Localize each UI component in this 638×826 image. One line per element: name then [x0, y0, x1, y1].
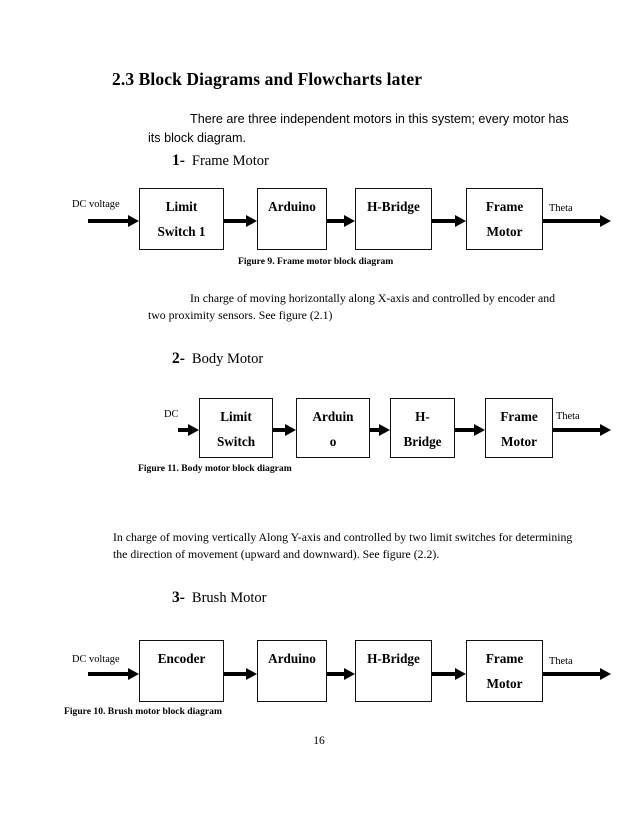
- body-motor-description: In charge of moving vertically Along Y-a…: [113, 530, 573, 561]
- motor-heading-frame: 1- Frame Motor: [172, 152, 269, 170]
- motor-title-1: Frame Motor: [191, 153, 269, 169]
- input-label-dc-voltage-3: DC voltage: [72, 654, 120, 665]
- block-limit-switch-1: Limit Switch 1: [139, 188, 224, 250]
- block-arduino-1: Arduino: [257, 188, 327, 250]
- block-frame-motor-1: Frame Motor: [466, 188, 543, 250]
- motor-title-3: Brush Motor: [191, 590, 267, 606]
- figure-caption-9: Figure 9. Frame motor block diagram: [238, 256, 394, 267]
- block-limit-switch-2: Limit Switch: [199, 398, 273, 458]
- motor-number-1: 1-: [172, 152, 185, 169]
- block-frame-motor-2: Frame Motor: [485, 398, 553, 458]
- block-h-bridge-2: H- Bridge: [390, 398, 455, 458]
- input-label-dc-voltage-1: DC voltage: [72, 199, 120, 210]
- output-label-theta-1: Theta: [549, 203, 573, 214]
- block-frame-motor-3: Frame Motor: [466, 640, 543, 702]
- motor-title-2: Body Motor: [191, 351, 264, 367]
- motor-number-3: 3-: [172, 589, 185, 606]
- page-title: 2.3 Block Diagrams and Flowcharts later: [112, 69, 423, 89]
- block-arduino-2: Arduin o: [296, 398, 370, 458]
- block-h-bridge-1: H-Bridge: [355, 188, 432, 250]
- output-label-theta-2: Theta: [556, 411, 580, 422]
- intro-paragraph: There are three independent motors in th…: [148, 112, 569, 145]
- output-label-theta-3: Theta: [549, 656, 573, 667]
- figure-caption-11: Figure 11. Body motor block diagram: [138, 463, 292, 474]
- motor-number-2: 2-: [172, 350, 185, 367]
- block-h-bridge-3: H-Bridge: [355, 640, 432, 702]
- motor-heading-brush: 3- Brush Motor: [172, 589, 266, 607]
- block-encoder-3: Encoder: [139, 640, 224, 702]
- frame-motor-description: In charge of moving horizontally along X…: [148, 291, 556, 322]
- input-label-dc-2: DC: [164, 409, 179, 420]
- figure-caption-10: Figure 10. Brush motor block diagram: [64, 706, 222, 717]
- motor-heading-body: 2- Body Motor: [172, 350, 263, 368]
- page-number: 16: [313, 735, 325, 747]
- block-arduino-3: Arduino: [257, 640, 327, 702]
